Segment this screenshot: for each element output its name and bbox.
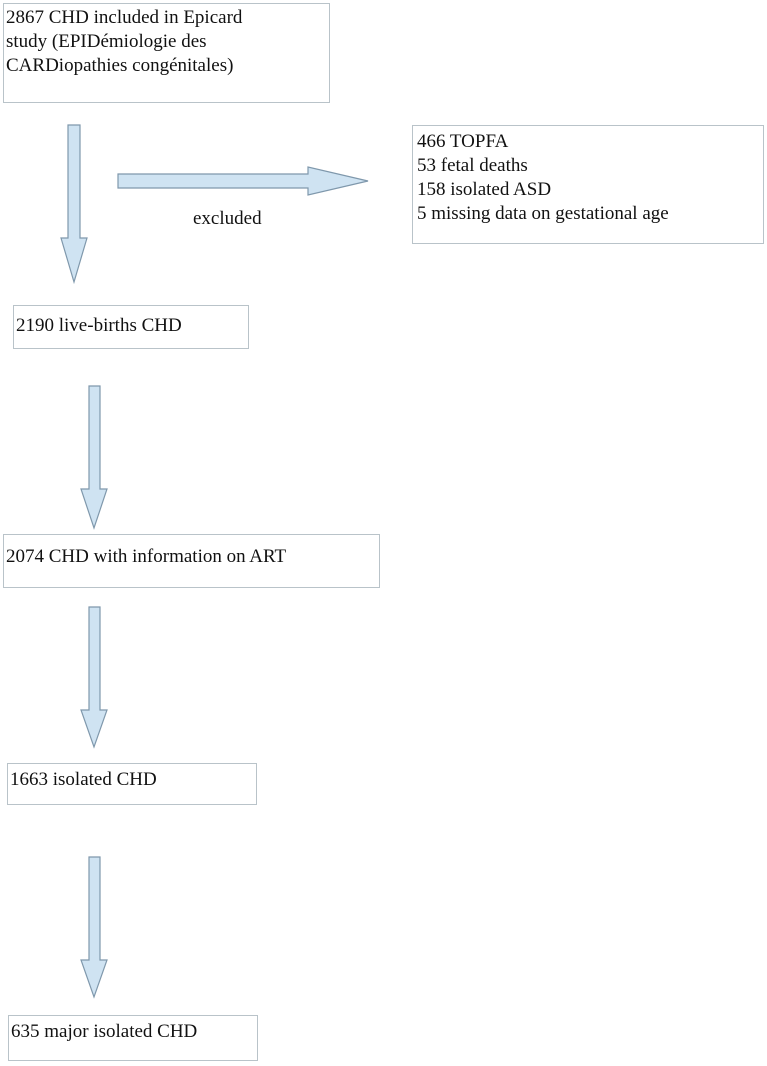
start-line-2: study (EPIDémiologie des [6,31,207,52]
excluded-label: excluded [193,208,262,229]
step-art-information-label: 2074 CHD with information on ART [6,546,287,567]
down-arrow-2 [80,385,108,530]
step-box-isolated: 1663 isolated CHD [7,763,257,805]
exclusion-topfa: 466 TOPFA [417,131,509,152]
start-line-3: CARDiopathies congénitales) [6,55,234,76]
step-live-births-label: 2190 live-births CHD [16,315,182,336]
exclusion-missing-gestational-age: 5 missing data on gestational age [417,203,669,224]
exclusion-fetal-deaths: 53 fetal deaths [417,155,528,176]
start-line-1: 2867 CHD included in Epicard [6,7,243,28]
exclusions-box: 466 TOPFA 53 fetal deaths 158 isolated A… [412,125,764,244]
step-major-isolated-label: 635 major isolated CHD [11,1021,198,1042]
step-box-live-births: 2190 live-births CHD [13,305,249,349]
exclusion-isolated-asd: 158 isolated ASD [417,179,552,200]
down-arrow-3 [80,606,108,749]
down-arrow-4 [80,856,108,999]
step-isolated-label: 1663 isolated CHD [10,769,157,790]
start-box: 2867 CHD included in Epicard study (EPID… [3,3,330,103]
down-arrow-1 [60,124,88,285]
step-box-major-isolated: 635 major isolated CHD [8,1015,258,1061]
step-box-art-information: 2074 CHD with information on ART [3,534,380,588]
right-arrow-excluded [117,166,369,196]
